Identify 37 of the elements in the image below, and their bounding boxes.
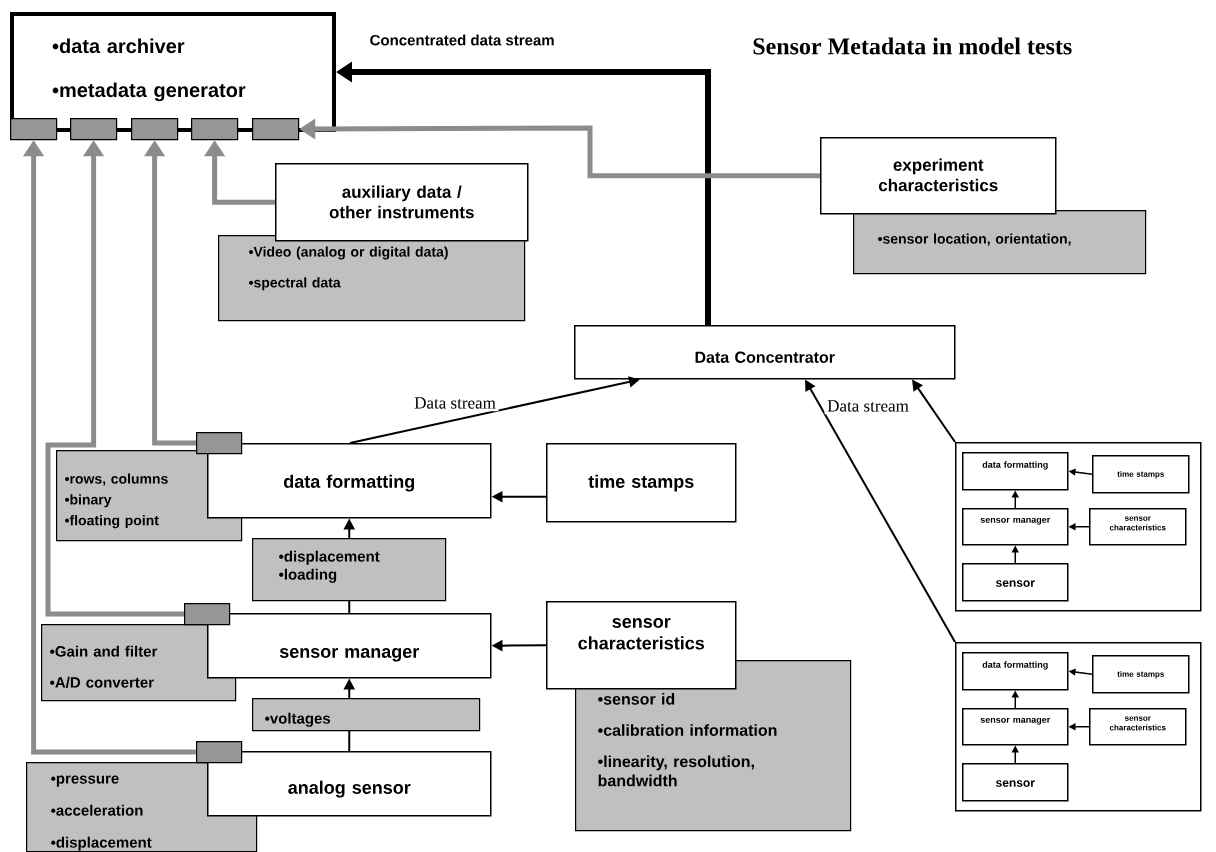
- process-box: auxiliary data / other instruments: [275, 163, 529, 242]
- port-block: [191, 118, 239, 141]
- note-box: •sensor location, orientation,: [853, 210, 1147, 275]
- process-box: sensor manager: [962, 508, 1069, 546]
- process-box: time stamps: [1092, 455, 1190, 494]
- edge-label: Concentrated data stream: [368, 33, 556, 47]
- port-block: [196, 741, 243, 764]
- archiver-box: •data archiver •metadata generator: [10, 12, 336, 132]
- process-box: Data Concentrator: [574, 325, 956, 380]
- process-box: sensor manager: [207, 613, 492, 679]
- port-block: [184, 603, 231, 626]
- process-box: data formatting: [962, 452, 1069, 491]
- port-block: [196, 432, 243, 455]
- process-box: sensor: [962, 763, 1069, 802]
- process-box: analog sensor: [207, 751, 492, 817]
- process-box: experiment characteristics: [820, 137, 1057, 215]
- port-block: [10, 118, 58, 141]
- process-box: data formatting: [207, 443, 492, 519]
- process-box: time stamps: [546, 443, 737, 523]
- note-box: •Gain and filter •A/D converter: [41, 624, 237, 702]
- process-box: sensor characteristics: [1089, 708, 1187, 746]
- port-block: [70, 118, 118, 141]
- edge-label: Data stream: [411, 394, 499, 412]
- edge-label: Data stream: [824, 397, 912, 415]
- title: Sensor Metadata in model tests: [753, 37, 1072, 55]
- edge-label: •displacement •loading: [252, 538, 447, 602]
- process-box: sensor characteristics: [1089, 508, 1187, 546]
- note-box: •sensor id •calibration information •linearity, resolution, bandwidth: [575, 660, 852, 832]
- edge-label: •voltages: [252, 698, 481, 732]
- process-box: time stamps: [1092, 655, 1190, 694]
- port-block: [131, 118, 179, 141]
- process-box: sensor: [962, 563, 1069, 602]
- process-box: data formatting: [962, 652, 1069, 691]
- port-block: [252, 118, 300, 141]
- note-box: •Video (analog or digital data) •spectral data: [218, 235, 526, 322]
- process-box: sensor manager: [962, 708, 1069, 746]
- process-box: sensor characteristics: [546, 601, 737, 690]
